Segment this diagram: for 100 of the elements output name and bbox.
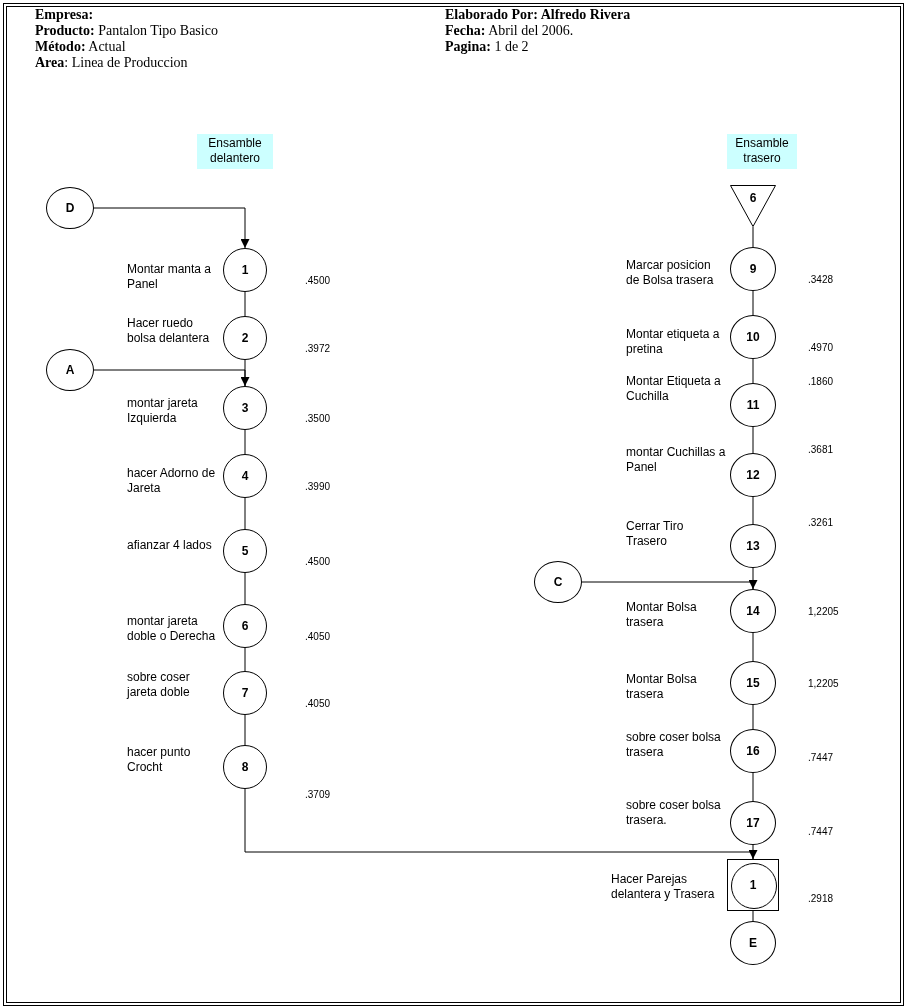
connector-circle xyxy=(534,561,582,603)
flow-line xyxy=(752,772,754,802)
flow-line xyxy=(244,572,246,605)
flow-line xyxy=(752,632,754,662)
operation-description: Montar Bolsa trasera xyxy=(626,600,698,630)
operation-circle xyxy=(730,383,776,427)
operation-circle xyxy=(223,316,267,360)
node-number: 13 xyxy=(746,539,760,553)
node-number: D xyxy=(65,201,75,215)
node-number: 10 xyxy=(746,330,760,344)
time-value: .4050 xyxy=(305,698,331,709)
operation-description: Hacer Parejas delantera y Trasera xyxy=(611,872,716,902)
time-value: .4500 xyxy=(305,556,331,567)
flow-line xyxy=(752,226,754,248)
operation-description: sobre coser jareta doble xyxy=(127,670,191,700)
time-value: 1,2205 xyxy=(808,678,839,689)
operation-description: Montar etiqueta a pretina xyxy=(626,327,721,357)
operation-circle xyxy=(730,453,776,497)
time-value: .4050 xyxy=(305,631,331,642)
node-number: 14 xyxy=(746,604,760,618)
operation-description: montar jareta Izquierda xyxy=(127,396,199,426)
operation-circle xyxy=(223,671,267,715)
time-value: .3972 xyxy=(305,343,331,354)
node-number: 16 xyxy=(746,744,760,758)
node-number: 4 xyxy=(241,469,249,483)
header-field: Producto: Pantalon Tipo Basico xyxy=(35,23,218,39)
node-number: 6 xyxy=(749,191,757,205)
operation-description: hacer punto Crocht xyxy=(127,745,192,775)
header-field: Empresa: xyxy=(35,7,94,23)
node-number: 8 xyxy=(241,760,249,774)
node-number: 1 xyxy=(241,263,249,277)
node-number: 12 xyxy=(746,468,760,482)
operation-circle xyxy=(730,247,776,291)
flow-line xyxy=(752,290,754,316)
flow-line xyxy=(244,429,246,455)
operation-description: montar jareta doble o Derecha xyxy=(127,614,217,644)
time-value: .4970 xyxy=(808,342,834,353)
time-value: .7447 xyxy=(808,826,834,837)
operation-description: sobre coser bolsa trasera xyxy=(626,730,722,760)
flow-line xyxy=(244,291,246,317)
operation-circle xyxy=(730,315,776,359)
time-value: .3709 xyxy=(305,789,331,800)
header-field: Elaborado Por: Alfredo Rivera xyxy=(445,7,631,23)
operation-circle xyxy=(730,589,776,633)
node-number: 6 xyxy=(241,619,249,633)
header-field: Fecha: Abril del 2006. xyxy=(445,23,574,39)
storage-triangle xyxy=(730,185,776,227)
node-number: 5 xyxy=(241,544,249,558)
operation-circle xyxy=(223,604,267,648)
time-value: .3500 xyxy=(305,413,331,424)
operation-description: Cerrar Tiro Trasero xyxy=(626,519,685,549)
header-field: Area: Linea de Produccion xyxy=(35,55,188,71)
node-number: A xyxy=(65,363,75,377)
time-value: .3990 xyxy=(305,481,331,492)
section-tag: Ensamble trasero xyxy=(727,133,797,169)
node-number: 9 xyxy=(749,262,757,276)
node-number: C xyxy=(553,575,563,589)
header-field: Método: Actual xyxy=(35,39,126,55)
operation-description: hacer Adorno de Jareta xyxy=(127,466,217,496)
connector-circle xyxy=(46,349,94,391)
node-number: 7 xyxy=(241,686,249,700)
connector-circle xyxy=(730,921,776,965)
operation-circle xyxy=(223,386,267,430)
operation-description: montar Cuchillas a Panel xyxy=(626,445,726,475)
operation-description: Montar Etiqueta a Cuchilla xyxy=(626,374,722,404)
time-value: .3681 xyxy=(808,444,834,455)
operation-circle xyxy=(223,454,267,498)
operation-circle xyxy=(730,661,776,705)
node-number: 17 xyxy=(746,816,760,830)
operation-circle xyxy=(730,801,776,845)
flow-line xyxy=(752,910,754,922)
node-number: E xyxy=(749,936,757,950)
flow-line xyxy=(752,358,754,384)
arrow xyxy=(581,580,758,590)
operation-description: sobre coser bolsa trasera. xyxy=(626,798,722,828)
time-value: .3261 xyxy=(808,517,834,528)
flow-line xyxy=(244,647,246,672)
flow-line xyxy=(244,714,246,746)
flow-line xyxy=(752,496,754,525)
operation-description: Hacer ruedo bolsa delantera xyxy=(127,316,211,346)
node-number: 2 xyxy=(241,331,249,345)
flow-line xyxy=(752,704,754,730)
header-field: Pagina: 1 de 2 xyxy=(445,39,529,55)
flow-line xyxy=(752,567,754,590)
operation-description: afianzar 4 lados xyxy=(127,538,213,553)
time-value: .2918 xyxy=(808,893,834,904)
node-number: 3 xyxy=(241,401,249,415)
operation-description: Marcar posicion de Bolsa trasera xyxy=(626,258,715,288)
operation-circle xyxy=(223,745,267,789)
flow-line xyxy=(752,426,754,454)
time-value: .1860 xyxy=(808,376,834,387)
operation-circle xyxy=(730,524,776,568)
time-value: .7447 xyxy=(808,752,834,763)
section-tag: Ensamble delantero xyxy=(197,133,273,169)
time-value: .3428 xyxy=(808,274,834,285)
arrow xyxy=(93,207,250,249)
node-number: 11 xyxy=(746,398,760,412)
arrow xyxy=(93,369,250,387)
operation-circle xyxy=(223,529,267,573)
time-value: 1,2205 xyxy=(808,606,839,617)
